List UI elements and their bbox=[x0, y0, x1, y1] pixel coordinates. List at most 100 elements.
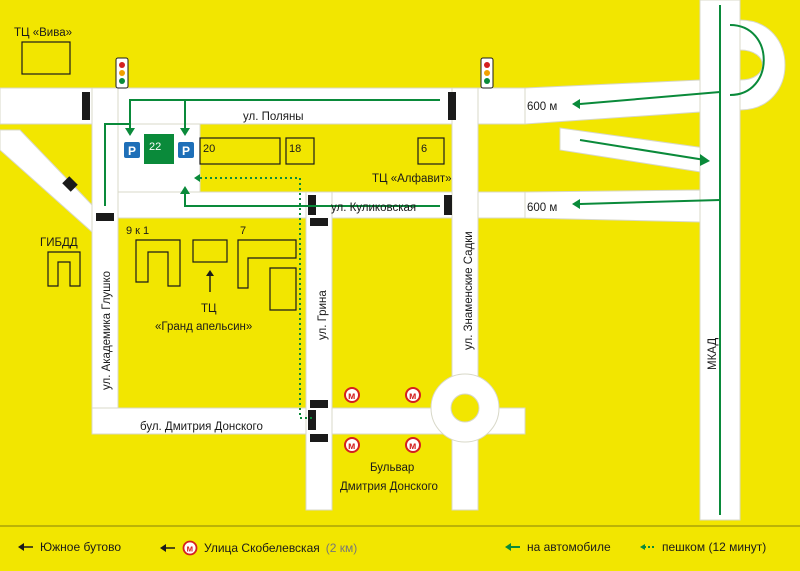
traffic-light-left bbox=[115, 57, 129, 89]
legend-walk: пешком (12 минут) bbox=[640, 540, 766, 554]
arrowhead bbox=[572, 199, 580, 209]
legend: Южное бутово м Улица Скобелевская (2 км)… bbox=[0, 530, 800, 571]
arrowhead bbox=[125, 128, 135, 136]
label-alfavit: ТЦ «Алфавит» bbox=[372, 173, 452, 185]
traffic-light-yellow bbox=[119, 70, 125, 76]
building-grand-middle bbox=[192, 239, 228, 263]
car-route-icon bbox=[505, 543, 520, 551]
road-mkad-connector bbox=[559, 127, 721, 176]
legend-walk-label: пешком (12 минут) bbox=[662, 540, 767, 554]
route-east-mid bbox=[579, 199, 721, 205]
parking-label: P bbox=[182, 144, 190, 158]
label-viva: ТЦ «Вива» bbox=[14, 27, 72, 39]
label-building-20: 20 bbox=[203, 143, 215, 155]
label-polyany: ул. Поляны bbox=[243, 111, 304, 123]
metro-icons: м м м м bbox=[344, 387, 421, 453]
arrowhead bbox=[700, 154, 710, 166]
car-routes bbox=[104, 5, 765, 515]
legend-car-label: на автомобиле bbox=[527, 540, 611, 554]
route-kulikovskaya bbox=[184, 190, 440, 207]
metro-icon-letter: м bbox=[409, 391, 416, 402]
building-viva bbox=[21, 41, 71, 75]
building-6 bbox=[417, 137, 445, 165]
label-grina: ул. Грина bbox=[317, 290, 329, 340]
walking-arrowhead bbox=[194, 174, 200, 182]
traffic-light-red bbox=[484, 62, 490, 68]
legend-car: на автомобиле bbox=[505, 540, 611, 554]
parking-sign bbox=[178, 142, 194, 158]
building-9k1 bbox=[135, 239, 181, 287]
metro-icon bbox=[405, 387, 421, 403]
arrowhead bbox=[180, 186, 190, 194]
destination-building-22 bbox=[144, 134, 174, 164]
route-mkad-loop bbox=[729, 24, 765, 96]
road-diagonal-left bbox=[0, 129, 93, 234]
label-metro-line2: Дмитрия Донского bbox=[340, 481, 438, 493]
arrowhead bbox=[572, 99, 580, 109]
label-mkad: МКАД bbox=[707, 338, 719, 370]
label-distance-top: 600 м bbox=[527, 101, 557, 113]
building-7 bbox=[237, 239, 297, 289]
metro-icon-letter: м bbox=[348, 441, 355, 452]
metro-icon-letter: м bbox=[409, 441, 416, 452]
crosswalk bbox=[448, 92, 456, 120]
route-polyany bbox=[129, 99, 440, 134]
route-east-top bbox=[579, 91, 721, 105]
building-18 bbox=[285, 137, 315, 165]
label-building-7: 7 bbox=[240, 225, 246, 237]
arrow-left-icon bbox=[18, 543, 33, 551]
crosswalk bbox=[310, 400, 328, 408]
arrow-left-icon bbox=[160, 544, 175, 552]
legend-yuzhnoe: Южное бутово bbox=[18, 540, 121, 554]
route-walking bbox=[198, 177, 312, 419]
car-arrowheads bbox=[125, 99, 710, 209]
legend-metro: м Улица Скобелевская (2 км) bbox=[160, 540, 357, 556]
crosswalk bbox=[82, 92, 90, 120]
roundabout-island bbox=[450, 393, 480, 423]
traffic-light-right bbox=[480, 57, 494, 89]
label-donskogo: бул. Дмитрия Донского bbox=[140, 421, 263, 433]
label-distance-mid: 600 м bbox=[527, 202, 557, 214]
label-gibdd: ГИБДД bbox=[40, 237, 78, 249]
metro-icon bbox=[405, 437, 421, 453]
traffic-light-green bbox=[119, 78, 125, 84]
pointer-grand-head bbox=[206, 270, 214, 276]
building-gibdd bbox=[47, 251, 81, 287]
building-22-label: 22 bbox=[149, 141, 161, 153]
label-znamenskie: ул. Знаменские Садки bbox=[463, 231, 475, 350]
label-building-6: 6 bbox=[421, 143, 427, 155]
parking-left: P bbox=[124, 142, 140, 158]
crosswalk bbox=[96, 213, 114, 221]
legend-yuzhnoe-label: Южное бутово bbox=[40, 540, 122, 554]
crosswalk bbox=[310, 434, 328, 442]
crosswalk bbox=[62, 176, 78, 192]
metro-icon: м bbox=[182, 540, 198, 556]
road-grina bbox=[305, 191, 333, 511]
parking-label: P bbox=[128, 144, 136, 158]
label-building-18: 18 bbox=[289, 143, 301, 155]
label-building-9k1: 9 к 1 bbox=[126, 225, 149, 237]
walking-route-icon bbox=[640, 544, 655, 550]
traffic-light-green bbox=[484, 78, 490, 84]
label-grand-line1: ТЦ bbox=[201, 303, 217, 315]
label-kulikovskaya: ул. Куликовская bbox=[331, 202, 416, 214]
traffic-light-red bbox=[119, 62, 125, 68]
metro-icon bbox=[344, 387, 360, 403]
buildings bbox=[21, 41, 445, 311]
building-20 bbox=[199, 137, 281, 165]
label-metro-line1: Бульвар bbox=[370, 462, 414, 474]
traffic-light-yellow bbox=[484, 70, 490, 76]
label-glushko: ул. Академика Глушко bbox=[101, 271, 113, 390]
route-connector bbox=[579, 139, 706, 161]
parking-right: P bbox=[178, 142, 194, 158]
legend-metro-distance: (2 км) bbox=[325, 541, 358, 555]
legend-metro-name: Улица Скобелевская bbox=[204, 541, 320, 555]
crosswalk bbox=[310, 218, 328, 226]
svg-text:м: м bbox=[187, 544, 194, 554]
building-7b bbox=[269, 267, 297, 311]
crosswalk bbox=[444, 195, 452, 215]
route-glushko bbox=[104, 123, 130, 206]
map-labels: ТЦ «Вива» ул. Поляны ул. Куликовская ГИБ… bbox=[14, 27, 719, 493]
metro-icon-letter: м bbox=[348, 391, 355, 402]
crosswalk bbox=[308, 410, 316, 430]
